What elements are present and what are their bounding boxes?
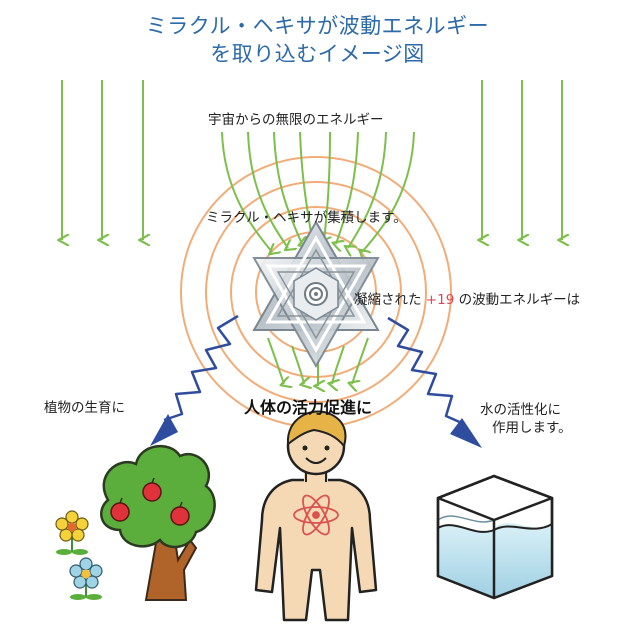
label-cosmic-energy: 宇宙からの無限のエネルギー	[208, 112, 384, 128]
apple-tree-icon	[100, 444, 216, 601]
atom-icon	[293, 494, 339, 536]
label-water-line-1: 水の活性化に	[480, 402, 561, 418]
water-cube-icon	[436, 474, 554, 600]
cosmic-rays-right	[482, 80, 562, 240]
label-condensed-energy: 凝縮された +19 の波動エネルギーは	[354, 288, 580, 308]
title-line-2: を取り込むイメージ図	[210, 42, 425, 66]
title-line-1: ミラクル・ヘキサが波動エネルギー	[145, 14, 490, 38]
wave-arrow-left	[150, 314, 239, 446]
label-plants: 植物の生育に	[44, 400, 125, 416]
human-figure-icon	[254, 410, 378, 622]
flower-icon-yellow	[55, 510, 89, 555]
cosmic-rays-left	[62, 80, 143, 240]
condensed-value: +19	[425, 292, 455, 308]
hexagram-icon	[252, 219, 380, 369]
label-water-line-2: 作用します。	[492, 420, 572, 436]
condensed-suffix: の波動エネルギーは	[458, 292, 581, 308]
label-hexa-collects: ミラクル・ヘキサが集積します。	[206, 210, 407, 226]
flower-icon-blue	[69, 557, 103, 600]
condensed-prefix: 凝縮された	[354, 292, 422, 308]
label-human: 人体の活力促進に	[244, 398, 373, 417]
wave-arrow-right	[387, 316, 482, 448]
